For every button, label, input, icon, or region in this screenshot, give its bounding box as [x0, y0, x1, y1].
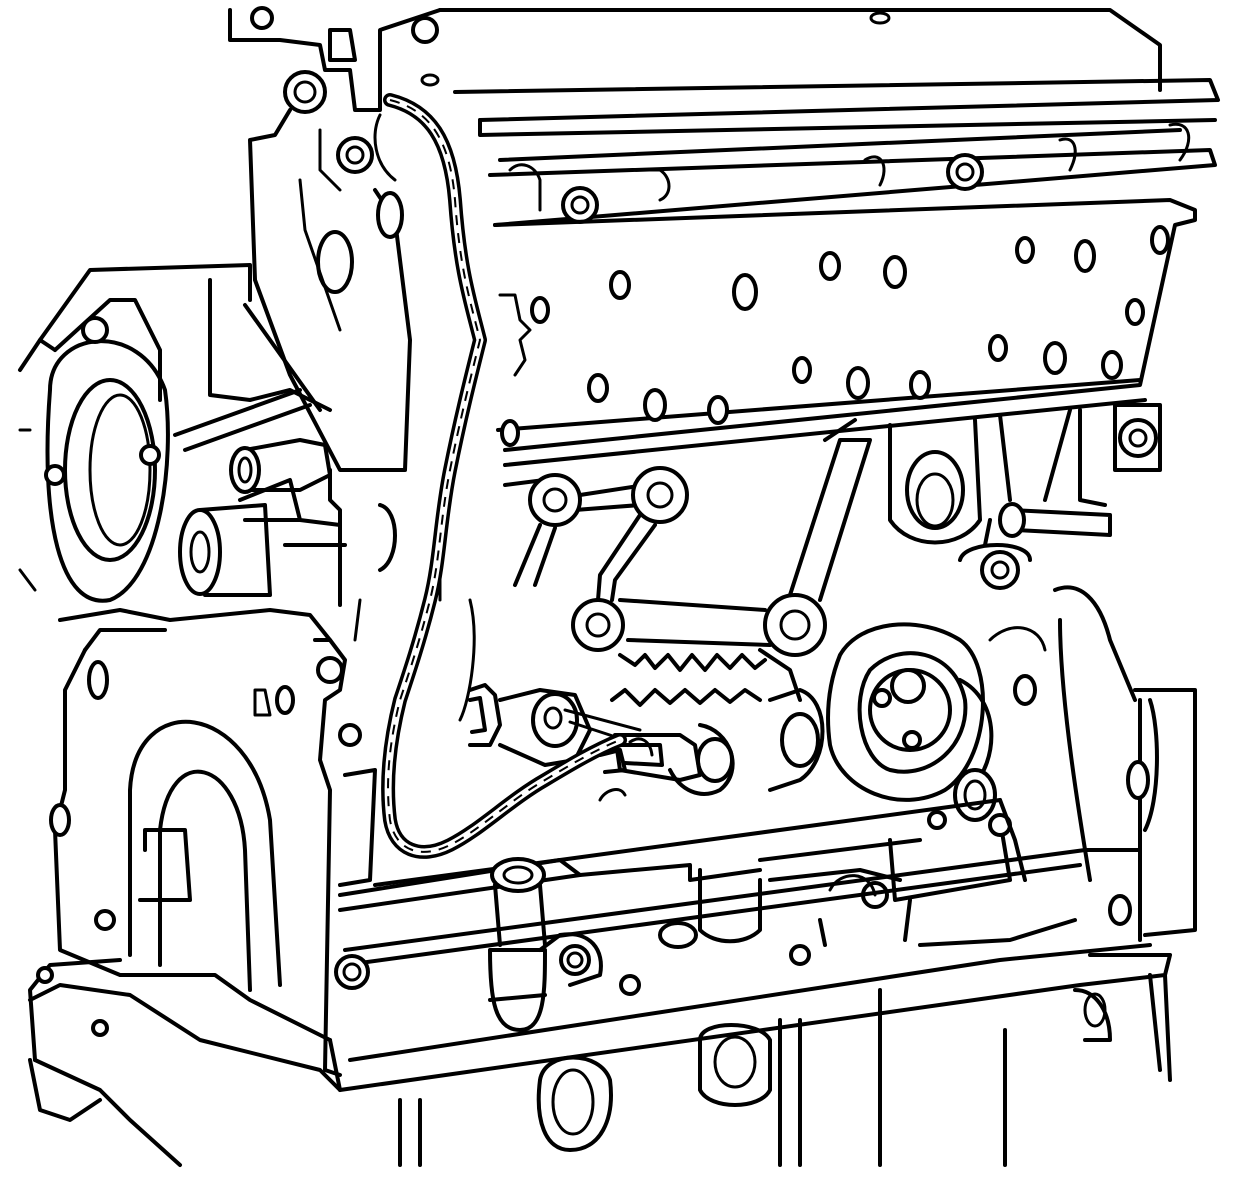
front-cover-upper [228, 6, 442, 472]
water-pump-pulley [826, 622, 1047, 830]
oil-pump-housing [49, 608, 332, 1042]
oil-dipstick-tube [488, 857, 547, 1032]
right-end-housing [1053, 585, 1197, 942]
sensor-bracket [503, 403, 1162, 657]
cylinder-block [420, 8, 1220, 467]
crank-sprocket [610, 648, 802, 707]
wiring-harness [381, 93, 654, 859]
oil-pan [28, 848, 1172, 1167]
temperature-sensor-pipe [958, 502, 1112, 590]
front-cover-flange [313, 468, 582, 1077]
sensor-connector [468, 683, 825, 802]
transaxle-mount-housing [18, 263, 347, 603]
